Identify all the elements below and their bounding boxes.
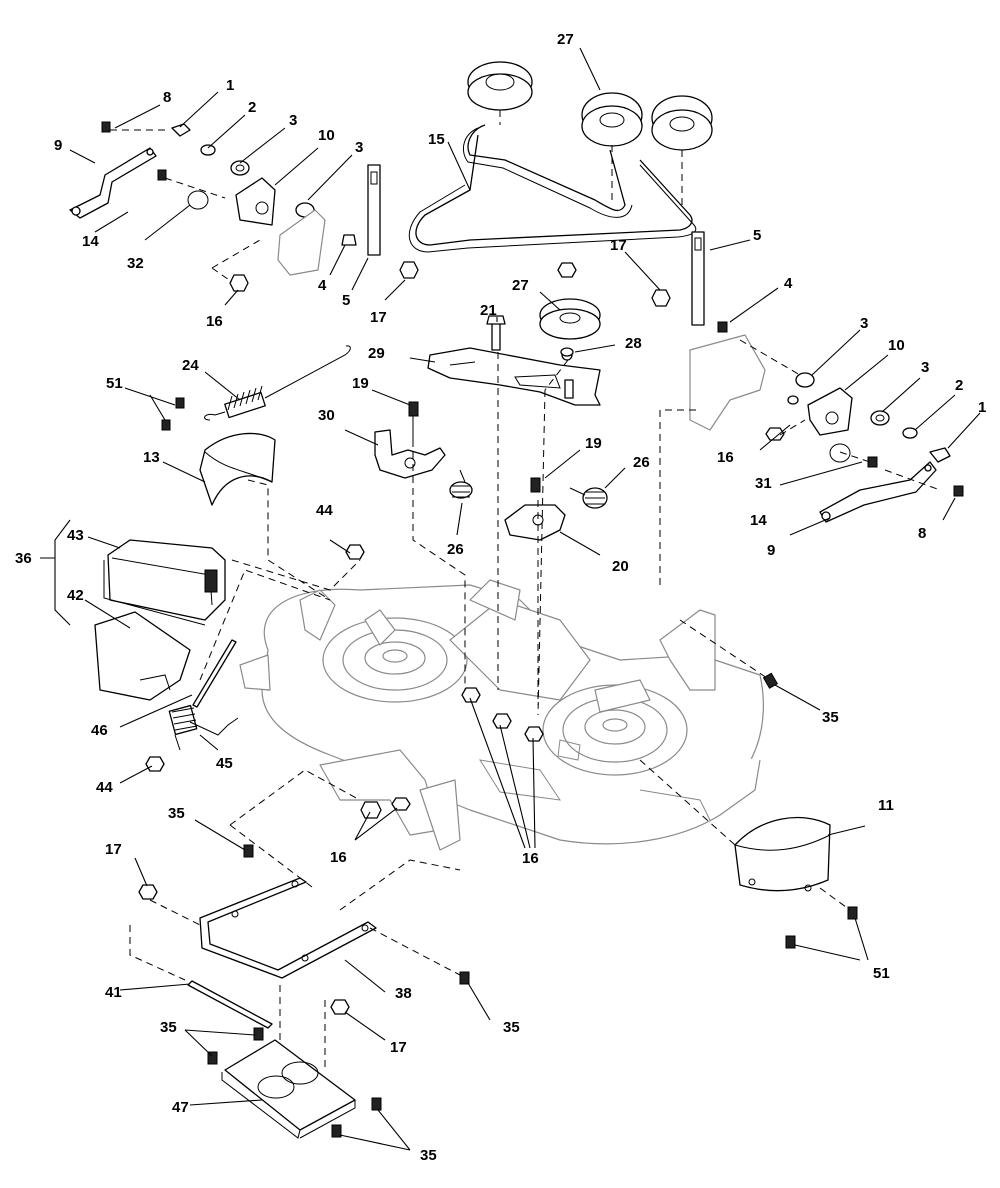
label-part-14: 14 <box>750 512 767 529</box>
left-arm-assembly <box>69 121 419 292</box>
assembly-lines <box>129 352 851 1070</box>
leader-lines <box>40 47 981 1151</box>
plate-47 <box>221 1039 356 1139</box>
label-part-30: 30 <box>318 407 335 424</box>
left-chute-parts <box>94 432 365 772</box>
idler-assembly <box>427 298 601 406</box>
label-part-26: 26 <box>633 454 650 471</box>
label-part-35: 35 <box>160 1019 177 1036</box>
label-part-35: 35 <box>168 805 185 822</box>
label-part-51: 51 <box>106 375 123 392</box>
label-part-10: 10 <box>888 337 905 354</box>
label-part-5: 5 <box>753 227 761 244</box>
label-part-2: 2 <box>248 99 256 116</box>
label-part-32: 32 <box>127 255 144 272</box>
label-part-1: 1 <box>978 399 986 416</box>
label-part-3: 3 <box>355 139 363 156</box>
label-part-29: 29 <box>368 345 385 362</box>
label-part-17: 17 <box>610 237 627 254</box>
label-part-44: 44 <box>96 779 113 796</box>
label-part-8: 8 <box>163 89 171 106</box>
label-part-14: 14 <box>82 233 99 250</box>
mower-deck <box>239 579 764 851</box>
label-part-17: 17 <box>370 309 387 326</box>
label-part-44: 44 <box>316 502 333 519</box>
right-arm-assembly <box>651 231 964 523</box>
label-part-16: 16 <box>717 449 734 466</box>
label-part-1: 1 <box>226 77 234 94</box>
label-part-11: 11 <box>878 797 894 814</box>
label-part-35: 35 <box>822 709 839 726</box>
label-part-16: 16 <box>330 849 347 866</box>
label-part-13: 13 <box>143 449 160 466</box>
label-part-3: 3 <box>860 315 868 332</box>
label-part-19: 19 <box>585 435 602 452</box>
label-part-26: 26 <box>447 541 464 558</box>
bracket-20 <box>504 477 608 541</box>
label-part-16: 16 <box>522 850 539 867</box>
label-part-17: 17 <box>390 1039 407 1056</box>
label-part-4: 4 <box>318 277 327 294</box>
label-part-24: 24 <box>182 357 199 374</box>
label-part-35: 35 <box>420 1147 437 1164</box>
label-part-41: 41 <box>105 984 122 1001</box>
label-part-19: 19 <box>352 375 369 392</box>
label-part-36: 36 <box>15 550 32 567</box>
label-part-31: 31 <box>755 475 772 492</box>
belt-and-pulleys <box>408 61 713 253</box>
label-part-28: 28 <box>625 335 642 352</box>
label-part-15: 15 <box>428 131 445 148</box>
label-part-9: 9 <box>54 137 62 154</box>
label-part-8: 8 <box>918 525 926 542</box>
label-part-35: 35 <box>503 1019 520 1036</box>
label-part-47: 47 <box>172 1099 189 1116</box>
label-part-51: 51 <box>873 965 890 982</box>
cover-11 <box>734 816 831 892</box>
label-part-3: 3 <box>921 359 929 376</box>
label-part-10: 10 <box>318 127 335 144</box>
label-part-43: 43 <box>67 527 84 544</box>
label-part-4: 4 <box>784 275 793 292</box>
label-part-3: 3 <box>289 112 297 129</box>
part-number-labels: 1 2 3 3 4 5 8 9 10 14 16 17 32 27 15 17 … <box>15 31 986 1164</box>
label-part-46: 46 <box>91 722 108 739</box>
fasteners <box>138 262 858 1138</box>
label-part-20: 20 <box>612 558 629 575</box>
spring-24 <box>161 345 351 431</box>
label-part-2: 2 <box>955 377 963 394</box>
label-part-16: 16 <box>206 313 223 330</box>
label-part-21: 21 <box>480 302 497 319</box>
label-part-42: 42 <box>67 587 84 604</box>
label-part-17: 17 <box>105 841 122 858</box>
bottom-bracket-38 <box>187 877 377 1029</box>
rod-and-spring <box>168 639 239 751</box>
label-part-38: 38 <box>395 985 412 1002</box>
label-part-9: 9 <box>767 542 775 559</box>
bracket-30 <box>374 401 473 499</box>
label-part-45: 45 <box>216 755 233 772</box>
label-part-27: 27 <box>512 277 529 294</box>
label-part-27: 27 <box>557 31 574 48</box>
label-part-5: 5 <box>342 292 350 309</box>
